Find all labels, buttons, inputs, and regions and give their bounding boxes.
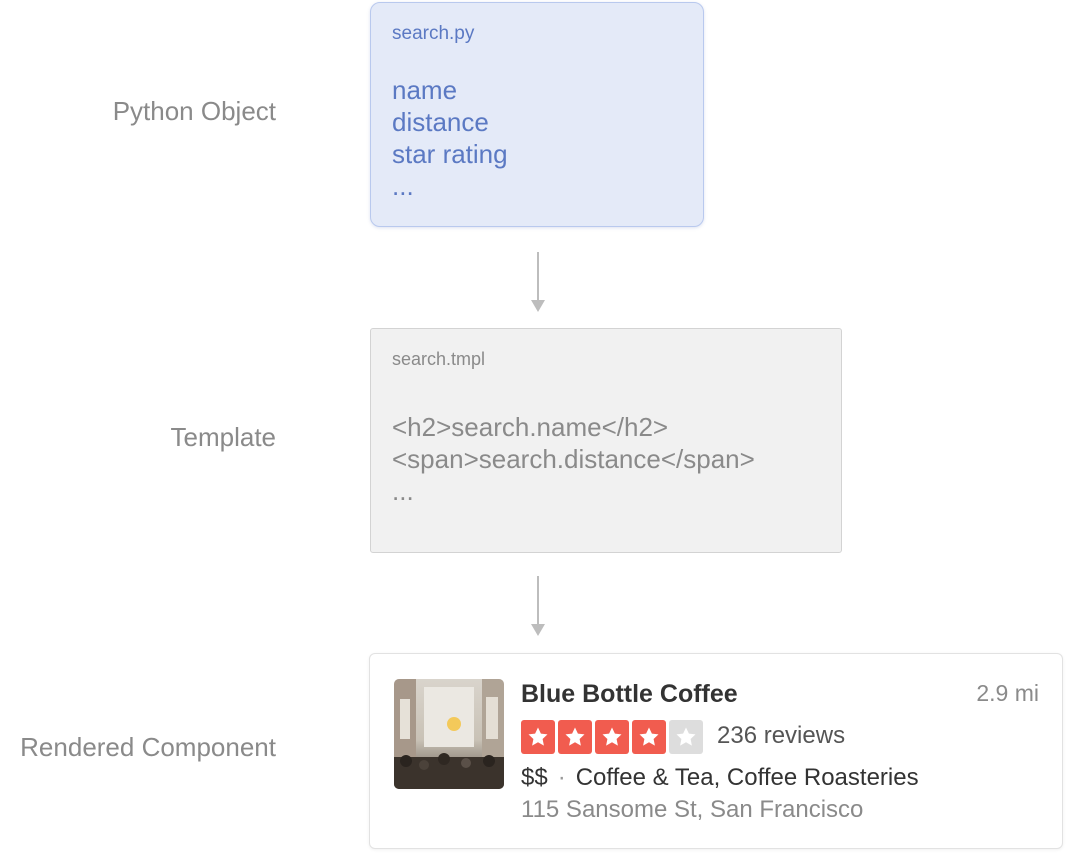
python-field: name <box>392 75 458 105</box>
star-filled-icon <box>632 720 666 754</box>
rendered-component-label: Rendered Component <box>20 732 276 762</box>
business-meta: $$ · Coffee & Tea, Coffee Roasteries <box>521 764 919 792</box>
star-filled-icon <box>595 720 629 754</box>
star-filled-icon <box>521 720 555 754</box>
template-line: <span>search.distance</span> <box>392 444 755 474</box>
template-line: ... <box>392 476 414 506</box>
python-field: star rating <box>392 139 508 169</box>
down-arrow-icon <box>531 252 545 312</box>
python-field: distance <box>392 107 489 137</box>
template-filename: search.tmpl <box>392 349 486 369</box>
cafe-photo-icon[interactable] <box>394 679 504 789</box>
python-filename: search.py <box>392 23 475 44</box>
separator: · <box>557 764 566 791</box>
template-label: Template <box>170 422 277 452</box>
price-range: $$ <box>521 764 548 791</box>
python-object-box: search.py name distance star rating ... <box>370 2 704 227</box>
search-result-card[interactable]: Blue Bottle Coffee 2.9 mi 236 reviews $$… <box>369 653 1063 849</box>
categories-link[interactable]: Coffee & Tea, Coffee Roasteries <box>575 764 919 791</box>
template-box: search.tmpl <h2>search.name</h2> <span>s… <box>370 328 842 553</box>
star-filled-icon <box>558 720 592 754</box>
template-line: <h2>search.name</h2> <box>392 412 669 442</box>
template-lines: <h2>search.name</h2> <span>search.distan… <box>392 411 755 507</box>
python-fields-list: name distance star rating ... <box>392 74 508 202</box>
business-name-link[interactable]: Blue Bottle Coffee <box>521 680 738 708</box>
address-text: 115 Sansome St, San Francisco <box>521 796 864 823</box>
python-object-label: Python Object <box>112 96 276 126</box>
down-arrow-icon <box>531 576 545 636</box>
distance-text: 2.9 mi <box>976 680 1039 706</box>
star-empty-icon <box>669 720 703 754</box>
star-rating <box>521 720 703 754</box>
review-count[interactable]: 236 reviews <box>717 722 846 749</box>
python-field: ... <box>392 171 414 201</box>
